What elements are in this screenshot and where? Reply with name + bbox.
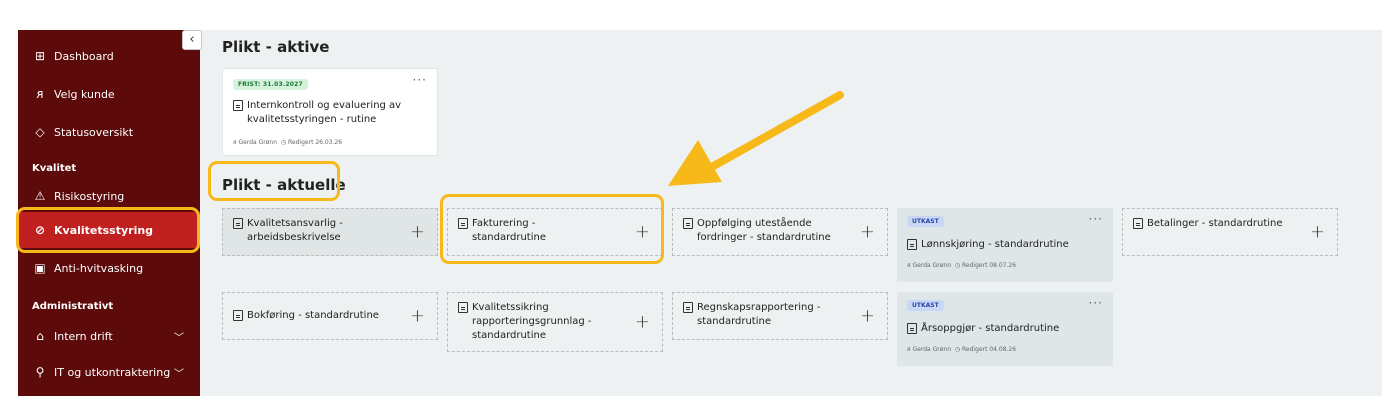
layers-icon: ◇ xyxy=(35,125,45,139)
sidebar-item-label: Risikostyring xyxy=(54,189,125,203)
highlight-plikt-aktuelle xyxy=(208,161,340,201)
document-icon xyxy=(458,302,468,313)
user-icon: ᴙ xyxy=(907,262,911,269)
grid-icon: ⊞ xyxy=(34,49,46,63)
sidebar-item-statusoversikt[interactable]: ◇ Statusoversikt xyxy=(18,114,200,150)
sidebar-item-label: Anti-hvitvasking xyxy=(54,261,144,275)
add-icon[interactable]: + xyxy=(859,221,875,243)
card-title: Kvalitetsansvarlig - arbeidsbeskrivelse xyxy=(233,217,383,245)
card-title: Kvalitetssikring rapporteringsgrunnlag -… xyxy=(458,301,603,343)
draft-card[interactable]: UTKAST ··· Årsoppgjør - standardrutine ᴙ… xyxy=(897,292,1113,366)
card-title: Bokføring - standardrutine xyxy=(233,309,383,323)
sidebar-item-velg-kunde[interactable]: ᴙ Velg kunde xyxy=(18,76,200,112)
document-icon xyxy=(907,239,917,250)
card-title: Årsoppgjør - standardrutine xyxy=(907,322,1059,336)
card-title: Regnskapsrapportering - standardrutine xyxy=(683,301,833,329)
draft-badge: UTKAST xyxy=(907,216,944,227)
routine-slot[interactable]: Regnskapsrapportering - standardrutine + xyxy=(672,292,888,340)
user-list-icon: ᴙ xyxy=(36,87,44,101)
user-icon: ᴙ xyxy=(907,346,911,353)
card-meta: ᴙ Gerda Grønn ◷ Redigert 08.07.26 xyxy=(907,262,1017,269)
user-icon: ᴙ xyxy=(233,139,237,146)
sidebar-item-label: IT og utkontraktering xyxy=(54,365,171,379)
more-icon[interactable]: ··· xyxy=(1088,212,1103,226)
highlight-kvalitetsstyring xyxy=(16,207,200,253)
card-title: Internkontroll og evaluering av kvalitet… xyxy=(233,99,423,127)
sidebar-item-label: Statusoversikt xyxy=(54,125,134,139)
sidebar-collapse-button[interactable]: ‹ xyxy=(182,30,202,50)
sidebar-item-it-utkontraktering[interactable]: ⚲ IT og utkontraktering ﹀ xyxy=(18,354,200,390)
sidebar-item-label: Kvalitetsstyring xyxy=(54,223,154,237)
more-icon[interactable]: ··· xyxy=(412,73,427,87)
chevron-down-icon: ﹀ xyxy=(174,368,184,380)
network-icon: ⚲ xyxy=(35,365,45,379)
card-title: Betalinger - standardrutine xyxy=(1133,217,1283,231)
section-heading-current: Plikt - aktuelle xyxy=(222,176,346,194)
document-icon xyxy=(233,310,243,321)
add-icon[interactable]: + xyxy=(634,221,650,243)
sidebar-item-label: Intern drift xyxy=(54,329,113,343)
section-heading-active: Plikt - aktive xyxy=(222,38,330,56)
add-icon[interactable]: + xyxy=(1309,221,1325,243)
document-icon xyxy=(458,218,468,229)
document-icon xyxy=(683,302,693,313)
sidebar-item-label: Velg kunde xyxy=(54,87,115,101)
deadline-badge: FRIST: 31.03.2027 xyxy=(233,79,308,90)
more-icon[interactable]: ··· xyxy=(1088,296,1103,310)
routine-slot[interactable]: Bokføring - standardrutine + xyxy=(222,292,438,340)
sidebar-item-label: Dashboard xyxy=(54,49,114,63)
arrow-shaft xyxy=(706,91,844,172)
card-title: Oppfølging utestående fordringer - stand… xyxy=(683,217,833,245)
arrow-head xyxy=(668,140,722,186)
document-icon xyxy=(233,100,243,111)
add-icon[interactable]: + xyxy=(859,305,875,327)
card-title: Lønnskjøring - standardrutine xyxy=(907,238,1069,252)
chevron-down-icon: ﹀ xyxy=(174,332,184,344)
clock-icon: ◷ xyxy=(954,346,961,353)
check-circle-icon: ⊘ xyxy=(34,223,46,237)
active-card[interactable]: FRIST: 31.03.2027 ··· Internkontroll og … xyxy=(222,68,438,156)
building-icon: ⌂ xyxy=(36,329,44,343)
card-title: Fakturering - standardrutine xyxy=(458,217,608,245)
main-content: Plikt - aktive FRIST: 31.03.2027 ··· Int… xyxy=(200,30,1382,396)
draft-card[interactable]: UTKAST ··· Lønnskjøring - standardrutine… xyxy=(897,208,1113,282)
card-meta: ᴙ Gerda Grønn ◷ Redigert 26.03.26 xyxy=(233,139,343,146)
warning-icon: ⚠ xyxy=(34,189,46,203)
highlight-fakturering xyxy=(440,194,664,264)
routine-slot[interactable]: Oppfølging utestående fordringer - stand… xyxy=(672,208,888,256)
document-icon xyxy=(1133,218,1143,229)
cash-icon: ▣ xyxy=(34,261,46,275)
sidebar: ⊞ Dashboard ᴙ Velg kunde ◇ Statusoversikt K… xyxy=(18,30,200,396)
sidebar-item-anti-hvitvasking[interactable]: ▣ Anti-hvitvasking xyxy=(18,250,200,286)
document-icon xyxy=(683,218,693,229)
routine-slot[interactable]: Betalinger - standardrutine + xyxy=(1122,208,1338,256)
add-icon[interactable]: + xyxy=(409,305,425,327)
sidebar-item-dashboard[interactable]: ⊞ Dashboard xyxy=(18,38,200,74)
sidebar-item-kvalitetsstyring[interactable]: ⊘ Kvalitetsstyring xyxy=(18,212,200,248)
add-icon[interactable]: + xyxy=(634,311,650,333)
document-icon xyxy=(233,218,243,229)
card-meta: ᴙ Gerda Grønn ◷ Redigert 04.08.26 xyxy=(907,346,1017,353)
sidebar-item-risikostyring[interactable]: ⚠ Risikostyring xyxy=(18,178,200,214)
routine-slot[interactable]: Kvalitetssikring rapporteringsgrunnlag -… xyxy=(447,292,663,352)
section-kvalitet: Kvalitet xyxy=(32,163,77,174)
clock-icon: ◷ xyxy=(954,262,961,269)
add-icon[interactable]: + xyxy=(409,221,425,243)
draft-badge: UTKAST xyxy=(907,300,944,311)
document-icon xyxy=(907,323,917,334)
section-administrativt: Administrativt xyxy=(32,301,114,312)
clock-icon: ◷ xyxy=(280,139,287,146)
sidebar-item-intern-drift[interactable]: ⌂ Intern drift ﹀ xyxy=(18,318,200,354)
routine-slot[interactable]: Kvalitetsansvarlig - arbeidsbeskrivelse … xyxy=(222,208,438,256)
